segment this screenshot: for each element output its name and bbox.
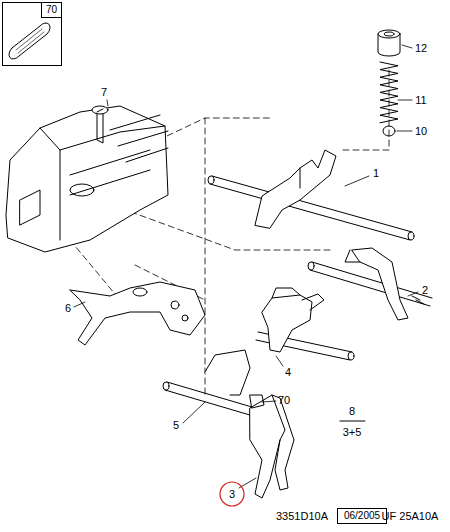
fraction-number: 3+5 <box>343 427 362 438</box>
leader-lines <box>74 45 418 488</box>
date-box: 06/2005 <box>337 508 387 524</box>
roll-pin <box>9 23 50 59</box>
selector-housing <box>6 106 168 252</box>
highlight-circle <box>220 482 244 506</box>
cap-plug <box>378 30 400 56</box>
callout-number: 1 <box>373 168 379 179</box>
callout-number: 3 <box>229 489 235 500</box>
callout-number: 10 <box>415 126 427 137</box>
fork-rod-5 <box>163 350 294 498</box>
callout-number: 4 <box>285 367 291 378</box>
callout-number: 12 <box>415 43 427 54</box>
fork-rod-4 <box>256 288 354 360</box>
fraction-bar <box>340 421 365 422</box>
callout-number: 6 <box>65 303 71 314</box>
fork-rod-2 <box>308 248 432 320</box>
inset-box: 70 <box>2 2 62 66</box>
drawing-reference: 3351D10A <box>276 511 328 522</box>
drawing-reference: UF 25A10A <box>382 511 439 522</box>
callout-number: 5 <box>173 420 179 431</box>
screw <box>92 106 108 143</box>
callout-number: 2 <box>422 285 428 296</box>
callout-number: 70 <box>278 395 290 406</box>
box-label: 70 <box>41 3 61 18</box>
box-label: 06/2005 <box>344 511 380 521</box>
fraction-number: 8 <box>349 406 355 417</box>
fork-rod-1 <box>208 150 414 240</box>
fork-6 <box>70 282 205 345</box>
callout-number: 11 <box>415 95 426 106</box>
callout-number: 7 <box>101 87 107 98</box>
